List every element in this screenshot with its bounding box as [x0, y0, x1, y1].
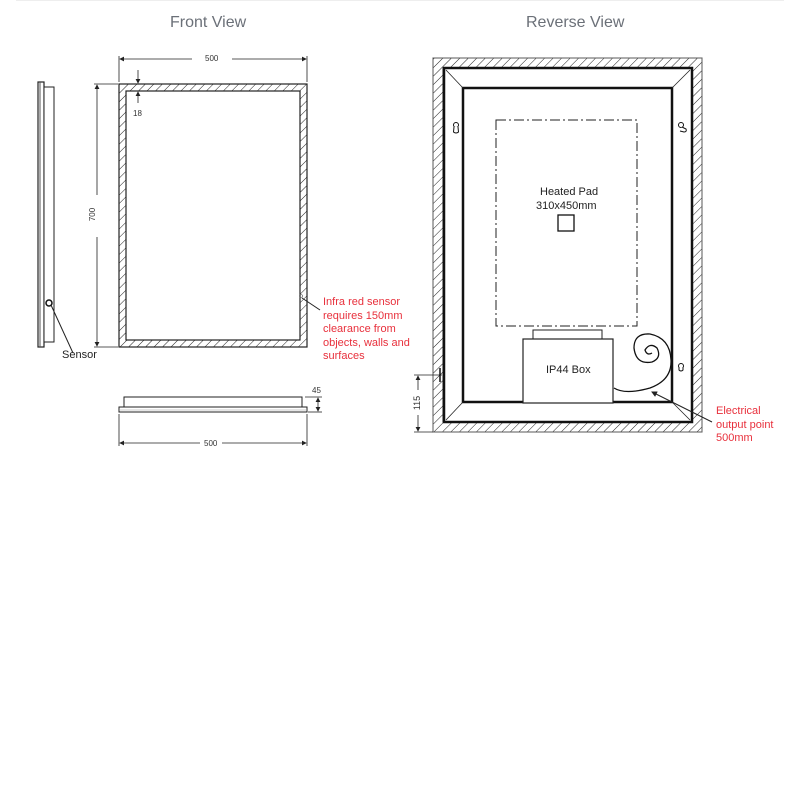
heated-pad-connector: [557, 214, 575, 232]
bottom-profile: [118, 396, 322, 446]
front-view-title: Front View: [170, 14, 247, 31]
reverse-view: [414, 57, 713, 433]
ip44-box: [522, 338, 614, 404]
ip44-box-label: IP44 Box: [546, 364, 591, 376]
width-dimension-label: 500: [205, 54, 219, 63]
top-divider: [16, 0, 784, 1]
reverse-view-title: Reverse View: [526, 14, 625, 31]
keyhole-hanger-icon: [452, 122, 460, 134]
front-frame: [118, 83, 308, 348]
sensor-label: Sensor: [62, 349, 97, 361]
heated-pad-outline: [495, 119, 638, 327]
sensor-icon: [45, 299, 53, 307]
offset-dimension: [414, 368, 442, 433]
height-dimension-label: 700: [88, 207, 98, 222]
sensor-clearance-note: Infra red sensor requires 150mm clearanc…: [323, 296, 410, 362]
height-dimension: [94, 83, 118, 348]
keyhole-hanger-icon: [678, 122, 687, 133]
heated-pad-label: Heated Pad: [540, 186, 599, 198]
side-profile: [37, 81, 74, 354]
infrared-sensor-marker: [299, 294, 321, 311]
heated-pad-size-label: 310x450mm: [536, 200, 597, 212]
frame-thickness-label: 18: [133, 109, 142, 118]
bottom-width-dimension-label: 500: [204, 439, 218, 448]
offset-dimension-label: 115: [412, 395, 423, 411]
electrical-output-note: Electrical output point 500mm: [716, 405, 774, 444]
coiled-cable: [613, 333, 672, 393]
keyhole-hanger-icon: [678, 363, 684, 372]
front-view: [37, 56, 322, 446]
width-dimension: [118, 56, 308, 82]
depth-dimension-label: 45: [312, 386, 321, 395]
